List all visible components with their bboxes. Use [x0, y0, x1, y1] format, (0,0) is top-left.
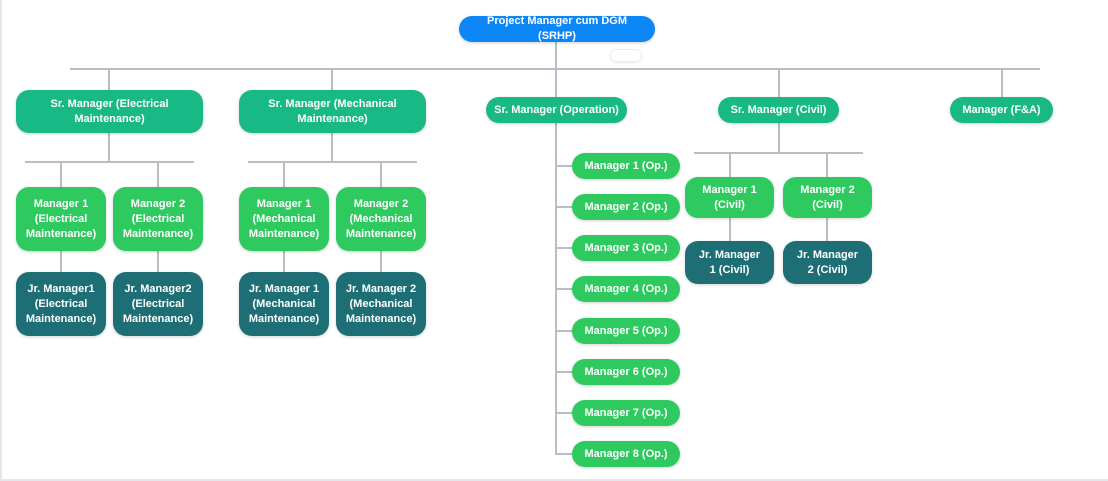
- connector: [108, 133, 110, 162]
- connector: [380, 251, 382, 272]
- connector: [25, 161, 194, 163]
- org-node-manager4-op[interactable]: Manager 4 (Op.): [572, 276, 680, 302]
- connector: [380, 161, 382, 187]
- org-node-manager6-op[interactable]: Manager 6 (Op.): [572, 359, 680, 385]
- connector: [157, 161, 159, 187]
- org-node-jr-manager1-electrical[interactable]: Jr. Manager1 (Electrical Maintenance): [16, 272, 106, 336]
- org-node-manager1-mechanical[interactable]: Manager 1 (Mechanical Maintenance): [239, 187, 329, 251]
- org-node-manager1-civil[interactable]: Manager 1 (Civil): [685, 177, 774, 218]
- connector: [555, 247, 572, 249]
- connector: [729, 152, 731, 177]
- org-node-sr-manager-electrical[interactable]: Sr. Manager (Electrical Maintenance): [16, 90, 203, 133]
- connector: [555, 330, 572, 332]
- org-node-manager2-electrical[interactable]: Manager 2 (Electrical Maintenance): [113, 187, 203, 251]
- org-node-jr-manager2-electrical[interactable]: Jr. Manager2 (Electrical Maintenance): [113, 272, 203, 336]
- org-node-manager7-op[interactable]: Manager 7 (Op.): [572, 400, 680, 426]
- org-node-jr-manager2-civil[interactable]: Jr. Manager 2 (Civil): [783, 241, 872, 284]
- org-node-jr-manager1-civil[interactable]: Jr. Manager 1 (Civil): [685, 241, 774, 284]
- org-node-project-manager[interactable]: Project Manager cum DGM (SRHP): [459, 15, 655, 42]
- connector: [555, 412, 572, 414]
- org-node-sr-manager-mechanical[interactable]: Sr. Manager (Mechanical Maintenance): [239, 90, 426, 133]
- connector: [283, 161, 285, 187]
- connector: [60, 251, 62, 272]
- collapse-toggle-button[interactable]: [610, 49, 642, 62]
- org-node-manager2-civil[interactable]: Manager 2 (Civil): [783, 177, 872, 218]
- org-node-manager8-op[interactable]: Manager 8 (Op.): [572, 441, 680, 467]
- org-node-jr-manager1-mechanical[interactable]: Jr. Manager 1 (Mechanical Maintenance): [239, 272, 329, 336]
- connector: [555, 42, 557, 69]
- org-node-sr-manager-civil[interactable]: Sr. Manager (Civil): [718, 97, 839, 123]
- connector: [1001, 68, 1003, 97]
- connector: [826, 218, 828, 241]
- connector: [826, 152, 828, 177]
- connector: [555, 371, 572, 373]
- connector: [157, 251, 159, 272]
- org-node-manager1-electrical[interactable]: Manager 1 (Electrical Maintenance): [16, 187, 106, 251]
- org-node-manager-fa[interactable]: Manager (F&A): [950, 97, 1053, 123]
- connector: [555, 165, 572, 167]
- org-node-sr-manager-operation[interactable]: Sr. Manager (Operation): [486, 97, 627, 123]
- connector: [778, 68, 780, 97]
- connector: [555, 206, 572, 208]
- org-node-manager5-op[interactable]: Manager 5 (Op.): [572, 318, 680, 344]
- org-node-manager2-mechanical[interactable]: Manager 2 (Mechanical Maintenance): [336, 187, 426, 251]
- connector: [331, 133, 333, 162]
- connector: [331, 68, 333, 90]
- connector: [555, 68, 557, 97]
- org-node-manager1-op[interactable]: Manager 1 (Op.): [572, 153, 680, 179]
- connector: [108, 68, 110, 90]
- connector: [778, 123, 780, 153]
- connector: [555, 453, 572, 455]
- connector: [283, 251, 285, 272]
- connector: [694, 152, 863, 154]
- connector: [60, 161, 62, 187]
- connector: [729, 218, 731, 241]
- org-node-manager2-op[interactable]: Manager 2 (Op.): [572, 194, 680, 220]
- org-node-manager3-op[interactable]: Manager 3 (Op.): [572, 235, 680, 261]
- connector: [248, 161, 417, 163]
- org-node-jr-manager2-mechanical[interactable]: Jr. Manager 2 (Mechanical Maintenance): [336, 272, 426, 336]
- connector: [555, 288, 572, 290]
